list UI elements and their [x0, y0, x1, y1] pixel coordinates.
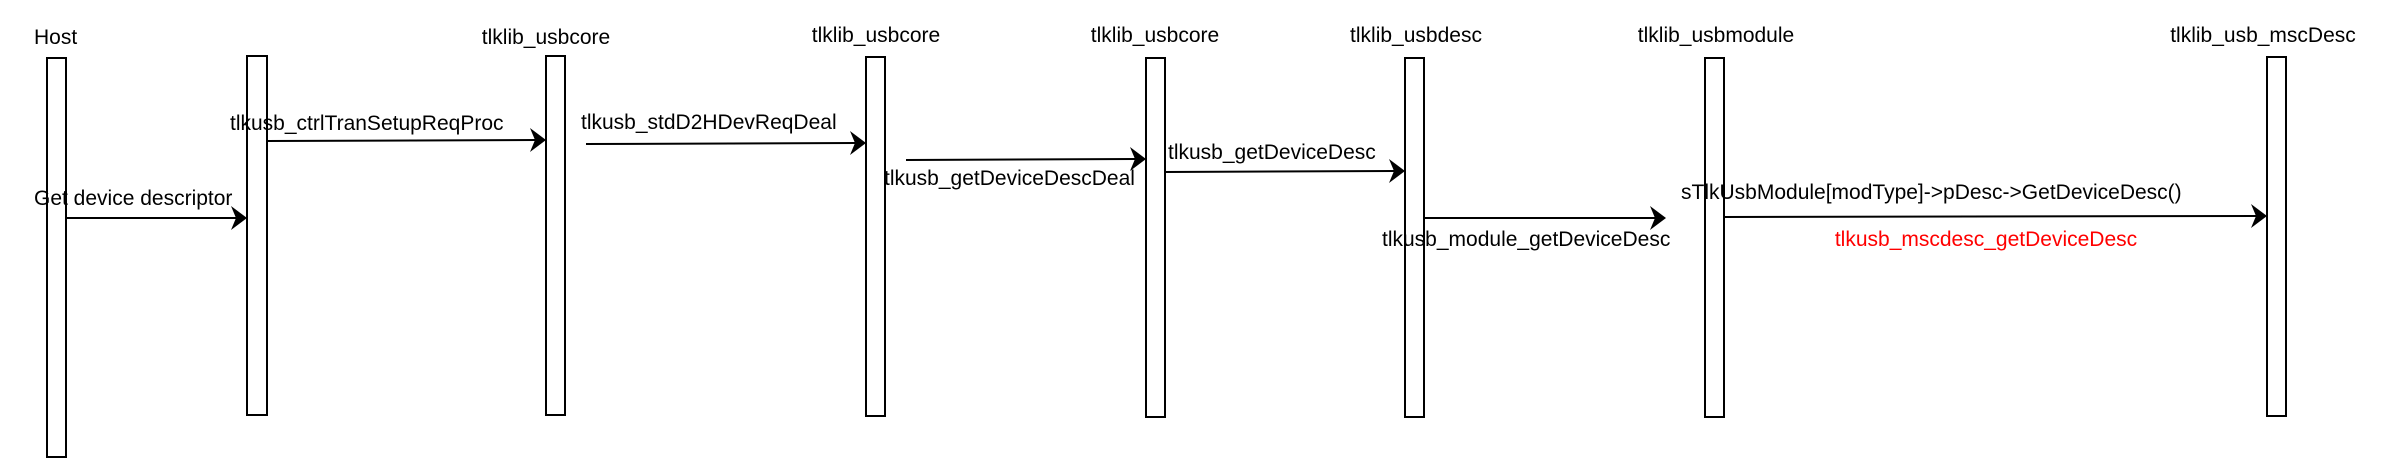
- arrowhead-icon: [1130, 147, 1146, 171]
- participant-label-usbcore-1: tlklib_usbcore: [482, 26, 610, 49]
- message-label: tlkusb_getDeviceDescDeal: [884, 167, 1135, 190]
- lifeline-usbmodule: [1704, 57, 1725, 418]
- message-get-device-desc: tlkusb_getDeviceDesc: [1164, 141, 1405, 183]
- message-label: tlkusb_ctrlTranSetupReqProc: [230, 112, 504, 135]
- arrowhead-icon: [231, 206, 247, 230]
- message-get-device-desc-deal: tlkusb_getDeviceDescDeal: [884, 147, 1146, 190]
- message-pdesc-get-device-desc: sTlkUsbModule[modType]->pDesc->GetDevice…: [1681, 181, 2267, 228]
- arrowhead-icon: [1650, 206, 1666, 230]
- participant-label-usbmodule: tlklib_usbmodule: [1638, 24, 1794, 47]
- message-label: sTlkUsbModule[modType]->pDesc->GetDevice…: [1681, 181, 2182, 204]
- arrowhead-icon: [850, 131, 866, 155]
- lifeline-usbdesc: [1404, 57, 1425, 418]
- message-ctrl-tran-setup-req-proc: tlkusb_ctrlTranSetupReqProc: [230, 112, 546, 152]
- lifeline-usbcore-2: [865, 56, 886, 417]
- participant-label-usbcore-2: tlklib_usbcore: [812, 24, 940, 47]
- lifeline-usb-mscdesc: [2266, 56, 2287, 417]
- message-std-d2h-dev-req-deal: tlkusb_stdD2HDevReqDeal: [581, 111, 866, 155]
- participant-label-host: Host: [34, 26, 77, 49]
- lifeline-2: [246, 55, 268, 416]
- message-get-device-descriptor: Get device descriptor: [34, 187, 247, 230]
- arrowhead-icon: [2251, 204, 2267, 228]
- lifeline-usbcore-1: [545, 55, 566, 416]
- message-label: tlkusb_module_getDeviceDesc: [1382, 228, 1670, 251]
- message-module-get-device-desc: tlkusb_module_getDeviceDesc: [1382, 206, 1670, 251]
- message-label: Get device descriptor: [34, 187, 232, 210]
- lifeline-usbcore-3: [1145, 57, 1166, 418]
- arrowhead-icon: [1389, 159, 1405, 183]
- note-mscdesc-get-device-desc: tlkusb_mscdesc_getDeviceDesc: [1835, 228, 2137, 251]
- participant-label-usb-mscdesc: tlklib_usb_mscDesc: [2170, 24, 2356, 47]
- arrowhead-icon: [530, 128, 546, 152]
- message-label: tlkusb_getDeviceDesc: [1168, 141, 1376, 164]
- lifeline-host: [46, 57, 67, 458]
- participant-label-usbdesc: tlklib_usbdesc: [1350, 24, 1482, 47]
- message-label: tlkusb_stdD2HDevReqDeal: [581, 111, 837, 134]
- participant-label-usbcore-3: tlklib_usbcore: [1091, 24, 1219, 47]
